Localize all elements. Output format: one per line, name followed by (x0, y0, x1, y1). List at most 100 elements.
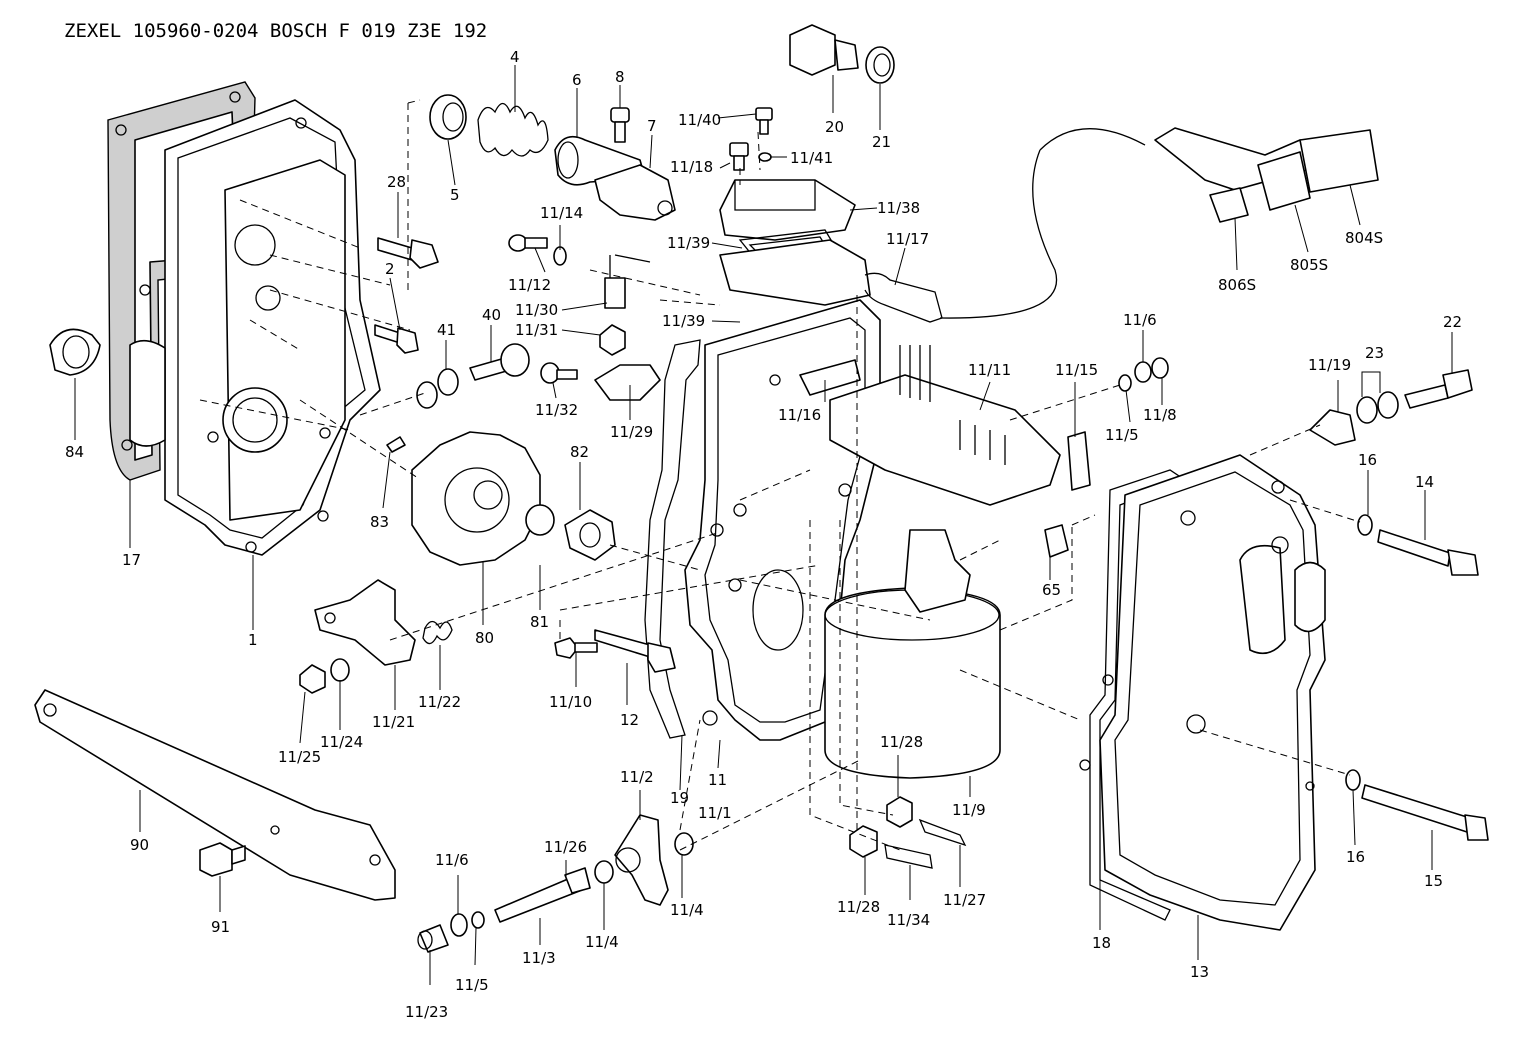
label-83: 83 (370, 513, 389, 531)
key-83 (386, 436, 406, 453)
label-11-15: 11/15 (1055, 361, 1098, 379)
screw-11-18 (729, 142, 749, 171)
label-8: 8 (615, 68, 625, 86)
nut-11-28b (849, 825, 878, 858)
bolt-14 (1377, 529, 1479, 576)
label-11-6a: 11/6 (1123, 311, 1157, 329)
label-11-28b: 11/28 (837, 898, 880, 916)
label-11-5a: 11/5 (1105, 426, 1139, 444)
label-84: 84 (65, 443, 84, 461)
spring-4 (477, 102, 549, 157)
label-11-4a: 11/4 (670, 901, 704, 919)
label-2: 2 (385, 260, 395, 278)
gasket-19 (644, 339, 701, 739)
connector-11-17 (719, 239, 943, 323)
label-11-41: 11/41 (790, 149, 833, 167)
spring-11-22 (422, 620, 453, 645)
label-11-3: 11/3 (522, 949, 556, 967)
cover-13 (1079, 454, 1326, 931)
label-11-1: 11/1 (698, 804, 732, 822)
label-11-22: 11/22 (418, 693, 461, 711)
label-11-24: 11/24 (320, 733, 363, 751)
screw-11-34 (884, 844, 933, 869)
harness-connectors (939, 127, 1379, 319)
washer-11-6a (1134, 361, 1152, 383)
label-11-5b: 11/5 (455, 976, 489, 994)
label-11-17: 11/17 (886, 230, 929, 248)
label-11-23: 11/23 (405, 1003, 448, 1021)
label-23: 23 (1365, 344, 1384, 362)
washer-11-4a (674, 832, 694, 856)
clamp-84 (49, 328, 101, 376)
label-11-30: 11/30 (515, 301, 558, 319)
nut-11-28a (886, 796, 913, 828)
label-11-29: 11/29 (610, 423, 653, 441)
label-11-19: 11/19 (1308, 356, 1351, 374)
washer-11-41 (758, 152, 772, 162)
label-11-10: 11/10 (549, 693, 592, 711)
label-80: 80 (475, 629, 494, 647)
nut-11-25 (299, 664, 326, 694)
washer-11-5b (471, 911, 485, 929)
label-11-28a: 11/28 (880, 733, 923, 751)
label-11-32: 11/32 (535, 401, 578, 419)
label-11-31: 11/31 (515, 321, 558, 339)
washer-11-8 (1151, 357, 1169, 379)
label-11-9: 11/9 (952, 801, 986, 819)
label-11-11: 11/11 (968, 361, 1011, 379)
label-805s: 805S (1290, 256, 1328, 274)
label-11-34: 11/34 (887, 911, 930, 929)
label-11-38: 11/38 (877, 199, 920, 217)
label-11-12: 11/12 (508, 276, 551, 294)
plate-11-16 (799, 359, 861, 396)
lever-11-2 (614, 814, 669, 906)
label-5: 5 (450, 186, 460, 204)
actuator-11-9 (824, 529, 1001, 779)
screw-2 (374, 324, 419, 354)
label-7: 7 (647, 117, 657, 135)
nut-82 (564, 509, 616, 561)
seal-5 (429, 94, 467, 140)
label-11-26: 11/26 (544, 838, 587, 856)
label-11-39a: 11/39 (667, 234, 710, 252)
label-40: 40 (482, 306, 501, 324)
label-12: 12 (620, 711, 639, 729)
part-labels: 4 6 8 7 5 28 2 84 17 1 41 40 83 80 82 81… (65, 48, 1462, 1021)
label-1: 1 (248, 631, 258, 649)
washer-82 (525, 504, 555, 536)
washer-11-6b (450, 913, 468, 937)
bolt-15 (1361, 784, 1489, 841)
connector-11-15 (1067, 431, 1091, 491)
label-11-4b: 11/4 (585, 933, 619, 951)
label-65: 65 (1042, 581, 1061, 599)
fitting-11-19 (1309, 409, 1356, 446)
screw-11-12 (508, 234, 548, 252)
label-15: 15 (1424, 872, 1443, 890)
label-82: 82 (570, 443, 589, 461)
washer-11-4b (594, 860, 614, 884)
label-11-16: 11/16 (778, 406, 821, 424)
screw-11-10 (554, 637, 598, 659)
seal-21 (865, 46, 895, 84)
shaft-11-3 (494, 867, 591, 923)
cover-11-38 (719, 179, 856, 241)
label-804s: 804S (1345, 229, 1383, 247)
sleeve-11-23 (417, 924, 449, 953)
housing-1 (129, 99, 381, 556)
label-11-39b: 11/39 (662, 312, 705, 330)
washer-16b (1345, 769, 1361, 791)
fitting-20 (789, 24, 859, 76)
label-81: 81 (530, 613, 549, 631)
label-11-8: 11/8 (1143, 406, 1177, 424)
bracket-7 (594, 164, 676, 221)
board-11-11 (829, 345, 1061, 506)
label-18: 18 (1092, 934, 1111, 952)
screw-11-27 (918, 818, 967, 847)
bolt-91 (199, 842, 246, 877)
label-11-2: 11/2 (620, 768, 654, 786)
label-13: 13 (1190, 963, 1209, 981)
sensor-11-30 (604, 254, 651, 309)
gear-80 (411, 431, 541, 566)
label-28: 28 (387, 173, 406, 191)
